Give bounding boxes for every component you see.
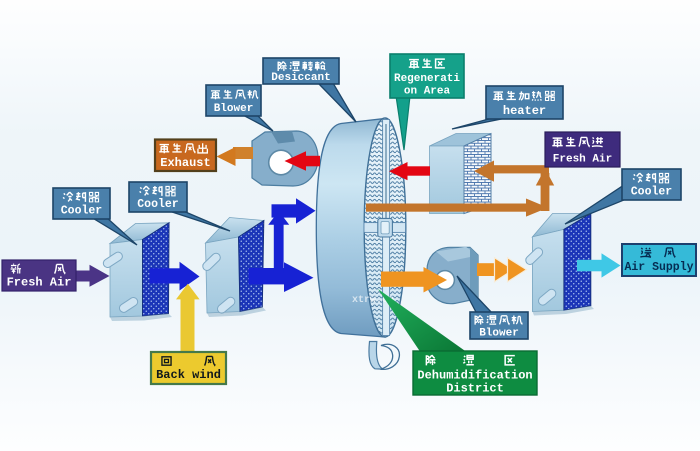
svg-text:Blower: Blower xyxy=(479,328,519,340)
svg-text:on Area: on Area xyxy=(404,86,451,98)
svg-text:heater: heater xyxy=(503,104,546,118)
svg-text:xtrw.cn: xtrw.cn xyxy=(352,295,394,306)
svg-text:Fresh Air: Fresh Air xyxy=(7,276,72,290)
svg-text:Fresh Air: Fresh Air xyxy=(553,154,612,166)
svg-text:Dehumidification: Dehumidification xyxy=(417,369,532,383)
svg-text:District: District xyxy=(446,382,504,396)
svg-text:Air Supply: Air Supply xyxy=(624,261,693,274)
svg-text:Blower: Blower xyxy=(214,103,254,115)
svg-text:Exhaust: Exhaust xyxy=(160,156,210,170)
svg-text:Back wind: Back wind xyxy=(156,368,221,382)
svg-text:Desiccant: Desiccant xyxy=(271,72,330,84)
svg-text:Cooler: Cooler xyxy=(61,205,103,218)
svg-text:Cooler: Cooler xyxy=(137,198,179,211)
svg-text:Regenerati: Regenerati xyxy=(394,73,460,85)
svg-text:Cooler: Cooler xyxy=(631,186,673,199)
